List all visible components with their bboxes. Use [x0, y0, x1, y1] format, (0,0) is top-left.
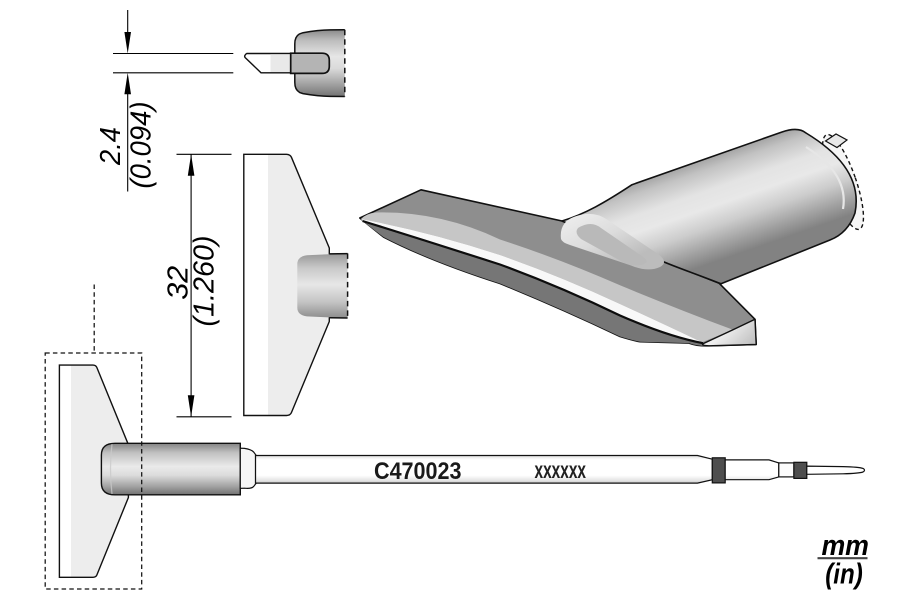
- svg-text:(0.094): (0.094): [126, 102, 158, 189]
- svg-text:(1.260): (1.260): [189, 236, 221, 327]
- svg-text:2.4: 2.4: [95, 127, 127, 166]
- svg-text:xxxxxx: xxxxxx: [535, 457, 587, 483]
- svg-text:(in): (in): [825, 559, 863, 591]
- svg-text:mm: mm: [821, 530, 869, 562]
- svg-text:32: 32: [163, 266, 195, 300]
- svg-text:C470023: C470023: [374, 458, 462, 485]
